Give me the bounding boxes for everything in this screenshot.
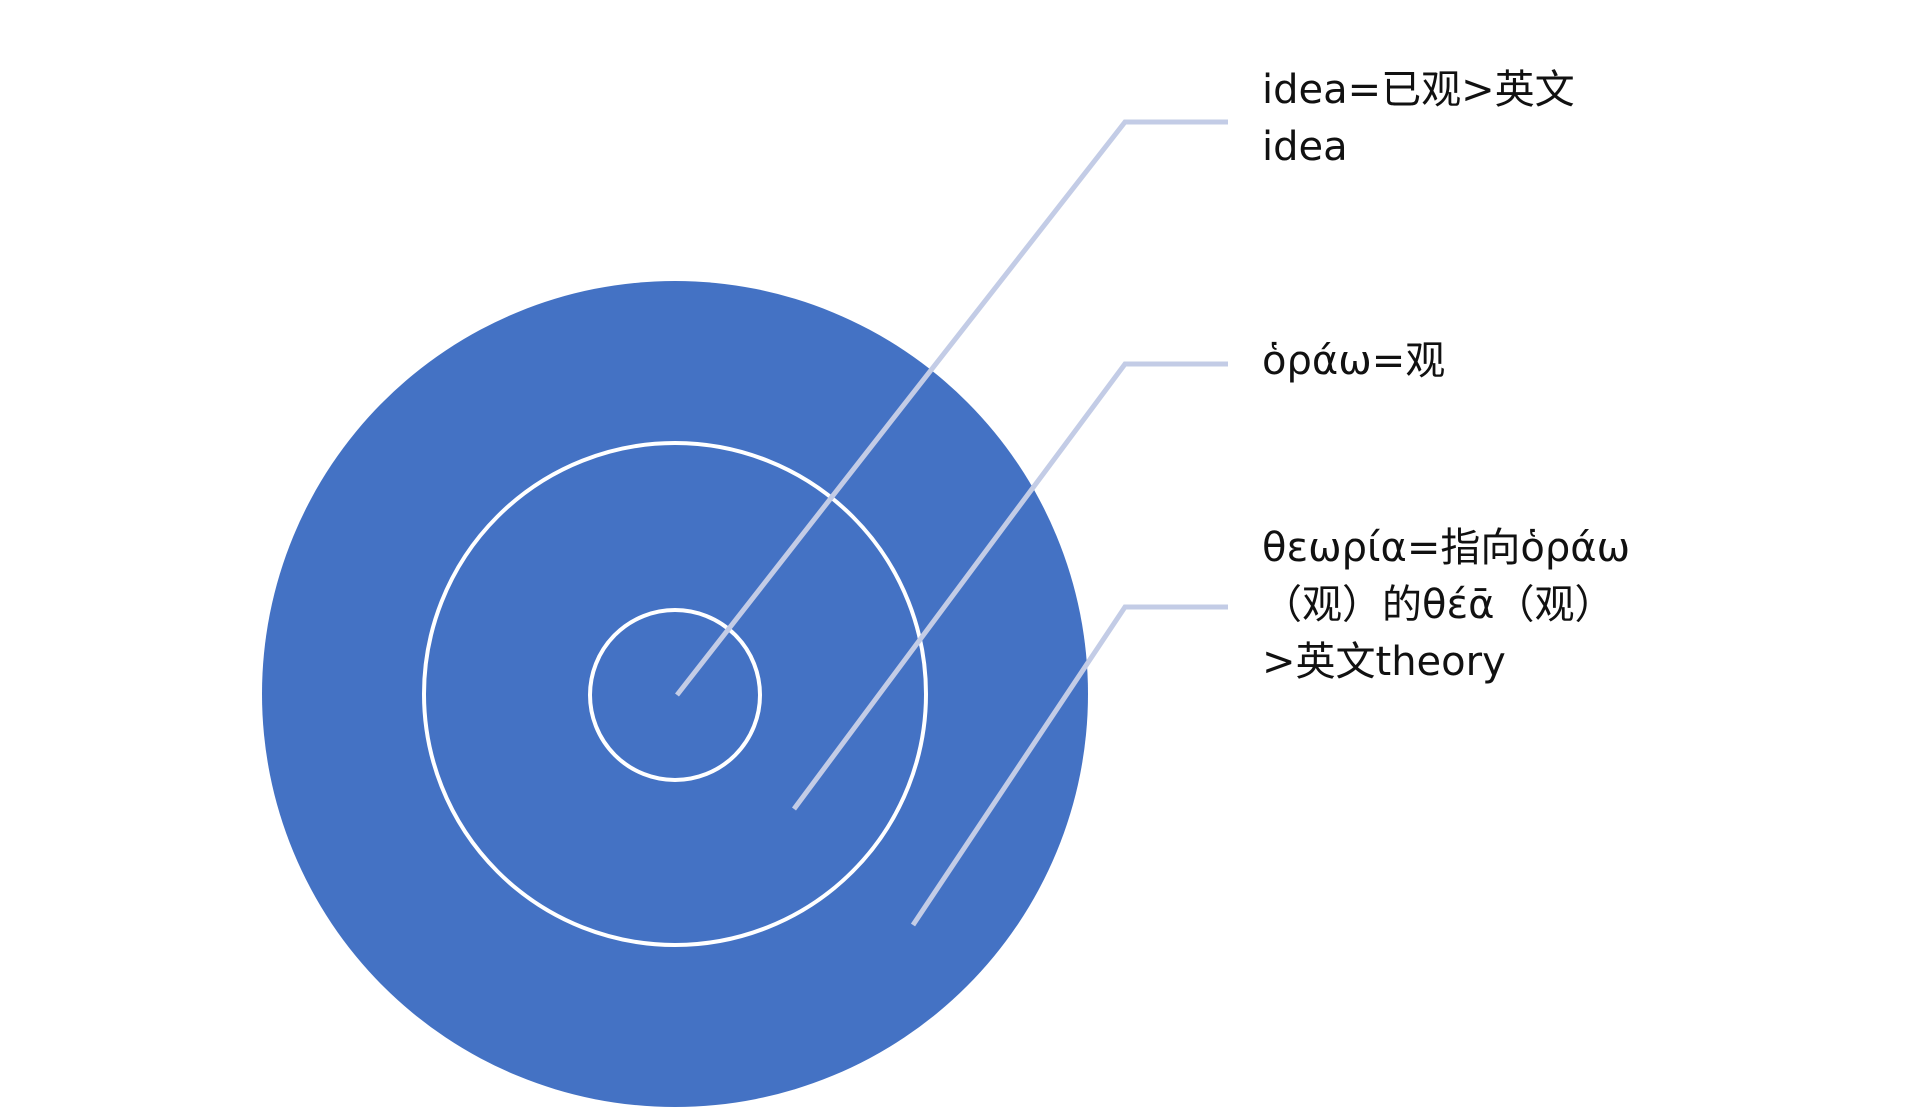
inner-circle	[588, 608, 762, 782]
leader-line-middle	[791, 361, 1228, 811]
leader-line-outer	[910, 604, 1228, 927]
label-middle-horao: ὁράω=观	[1262, 338, 1446, 384]
label-inner-idea: idea=已观>英文 idea	[1262, 67, 1575, 170]
leader-line-inner	[675, 119, 1228, 697]
label-outer-theoria: θεωρία=指向ὁράω （观）的θέᾱ（观） >英文theory	[1262, 525, 1631, 685]
